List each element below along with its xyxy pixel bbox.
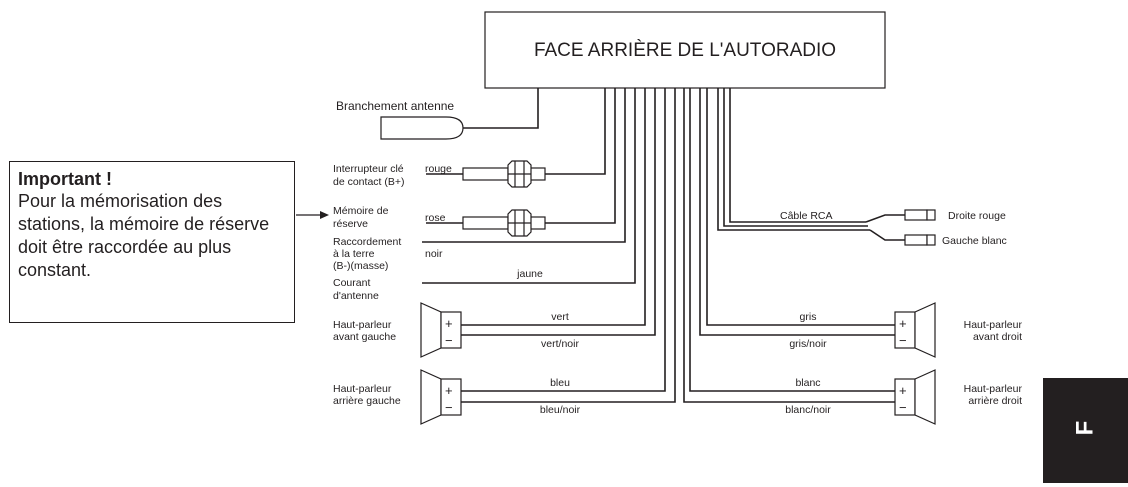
- speaker-front-right-minus: −: [899, 333, 907, 348]
- front-left-pos-wire: [461, 88, 646, 326]
- front-right-pos-wire: [706, 88, 895, 326]
- rear-right-pos-wire: [689, 88, 895, 392]
- speaker-rear-left-plus: +: [445, 383, 453, 398]
- antenna-power-label-line2: d'antenne: [333, 290, 379, 302]
- head-unit-title: FACE ARRIÈRE DE L'AUTORADIO: [534, 40, 836, 61]
- front-left-neg-color: vert/noir: [541, 338, 579, 350]
- rear-right-neg-wire: [683, 88, 895, 403]
- rca-left-label: Gauche blanc: [942, 235, 1007, 247]
- rear-left-neg-color: bleu/noir: [540, 404, 581, 416]
- speaker-front-left-plus: +: [445, 316, 453, 331]
- important-note: Important ! Pour la mémorisation des sta…: [9, 161, 295, 323]
- front-right-neg-wire: [699, 88, 895, 336]
- speaker-rear-right-label-line1: Haut-parleur: [964, 383, 1023, 395]
- speaker-rear-left-label-line1: Haut-parleur: [333, 383, 392, 395]
- rear-left-pos-wire: [461, 88, 666, 392]
- speaker-rear-right-plus: +: [899, 383, 907, 398]
- memory-label-line2: réserve: [333, 218, 368, 230]
- rear-right-neg-color: blanc/noir: [785, 404, 831, 416]
- memory-fuse-icon: [507, 209, 532, 237]
- antenna-label: Branchement antenne: [336, 99, 454, 113]
- antenna-power-wire-color: jaune: [516, 268, 543, 280]
- speaker-rear-left-minus: −: [445, 400, 453, 415]
- speaker-front-left-label-line2: avant gauche: [333, 331, 396, 343]
- rear-right-pos-color: blanc: [795, 377, 820, 389]
- rca-cable: [717, 88, 905, 241]
- important-title: Important !: [18, 169, 112, 189]
- memory-wire-color: rose: [425, 212, 446, 224]
- memory-label-line1: Mémoire de: [333, 205, 389, 217]
- rear-left-neg-wire: [461, 88, 676, 403]
- speaker-front-right-label-line1: Haut-parleur: [964, 319, 1023, 331]
- ignition-label-line2: de contact (B+): [333, 176, 405, 188]
- speaker-front-left-minus: −: [445, 333, 453, 348]
- front-left-neg-wire: [461, 88, 656, 336]
- speaker-rear-right-label-line2: arrière droit: [968, 395, 1022, 407]
- front-right-neg-color: gris/noir: [789, 338, 827, 350]
- antenna-power-label-line1: Courant: [333, 277, 370, 289]
- rca-right-plug-icon: [904, 209, 936, 221]
- ground-label-line1: Raccordement: [333, 236, 401, 248]
- speaker-rear-left-icon: [420, 369, 462, 425]
- speaker-front-left-icon: [420, 302, 462, 358]
- ground-label-line3: (B-)(masse): [333, 260, 388, 272]
- speaker-front-right-label-line2: avant droit: [973, 331, 1022, 343]
- speaker-front-right-icon: [894, 302, 936, 358]
- speaker-rear-right-minus: −: [899, 400, 907, 415]
- section-tab: F: [1043, 378, 1128, 483]
- front-left-pos-color: vert: [551, 311, 569, 323]
- speaker-front-left-label-line1: Haut-parleur: [333, 319, 392, 331]
- ground-wire: [422, 88, 626, 243]
- head-unit-box: [484, 11, 886, 89]
- rca-right-label: Droite rouge: [948, 210, 1006, 222]
- section-tab-letter: F: [1071, 420, 1099, 436]
- front-right-pos-color: gris: [800, 311, 817, 323]
- rca-left-plug-icon: [904, 234, 936, 246]
- antenna-power-wire: [422, 88, 636, 284]
- ground-wire-color: noir: [425, 248, 443, 260]
- rca-cable-label: Câble RCA: [780, 210, 833, 222]
- ignition-fuse-icon: [507, 160, 532, 188]
- important-body: Pour la mémorisation des stations, la mé…: [18, 191, 270, 280]
- memory-wire: [426, 88, 616, 230]
- speaker-front-right-plus: +: [899, 316, 907, 331]
- speaker-rear-right-icon: [894, 369, 936, 425]
- rear-left-pos-color: bleu: [550, 377, 570, 389]
- important-arrow: [296, 211, 329, 219]
- antenna-connector: [380, 88, 539, 140]
- ignition-label-line1: Interrupteur clé: [333, 163, 404, 175]
- ignition-wire-color: rouge: [425, 163, 452, 175]
- speaker-rear-left-label-line2: arrière gauche: [333, 395, 401, 407]
- ground-label-line2: à la terre: [333, 248, 375, 260]
